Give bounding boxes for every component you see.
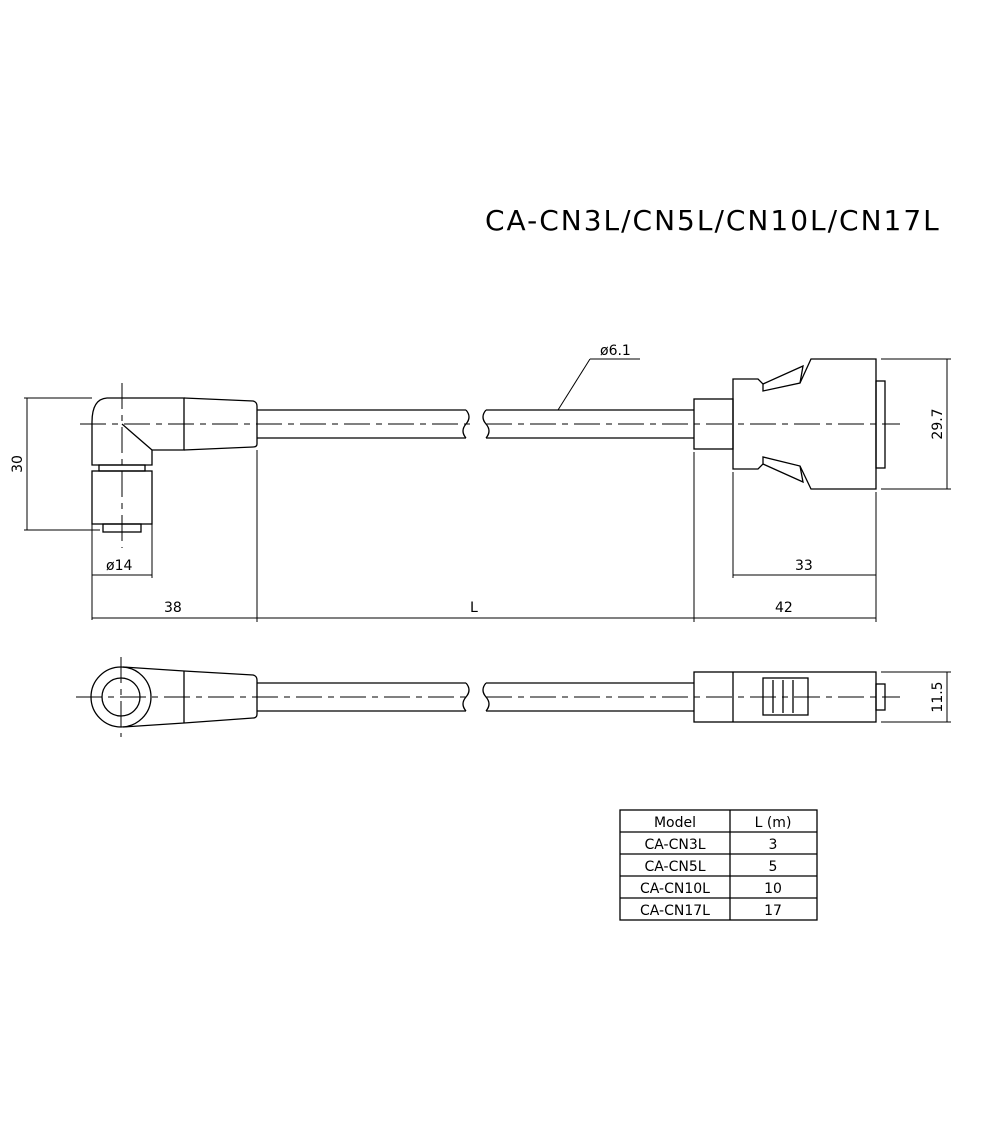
svg-text:11.5: 11.5 [930,681,946,712]
dimension-lengths: 38 L 42 33 [92,450,877,622]
table-cell: CA-CN5L [644,859,705,875]
table-cell: 3 [769,837,778,853]
table-header-model: Model [654,815,696,831]
table-cell: CA-CN17L [640,903,710,919]
cable-top-view [257,409,900,439]
table-header-length: L (m) [755,815,792,831]
table-cell: 5 [769,859,778,875]
table-cell: CA-CN10L [640,881,710,897]
svg-text:ø14: ø14 [106,558,132,574]
svg-text:33: 33 [795,558,813,574]
cable-diameter-callout: ø6.1 [557,343,640,411]
dimension-11-5: 11.5 [881,671,951,723]
dimension-29-7: 29.7 [881,358,951,490]
dimension-30: 30 [10,397,100,531]
drawing-title: CA-CN3L/CN5L/CN10L/CN17L [485,204,941,237]
cable-diameter-label: ø6.1 [600,343,631,359]
dimension-diameter-14: ø14 [91,524,153,620]
table-cell: CA-CN3L [644,837,705,853]
left-connector-side-view [80,383,470,548]
cable-bottom-view [257,682,900,712]
model-length-table: Model L (m) CA-CN3L 3 CA-CN5L 5 CA-CN10L… [619,809,818,921]
table-cell: 17 [764,903,782,919]
table-cell: 10 [764,881,782,897]
svg-text:38: 38 [164,600,182,616]
left-connector-top-view [76,657,470,737]
svg-text:L: L [470,600,478,616]
svg-text:29.7: 29.7 [930,408,946,439]
right-connector-side-view [693,358,886,490]
right-connector-top-view [693,671,886,723]
svg-text:42: 42 [775,600,793,616]
svg-text:30: 30 [10,455,26,473]
